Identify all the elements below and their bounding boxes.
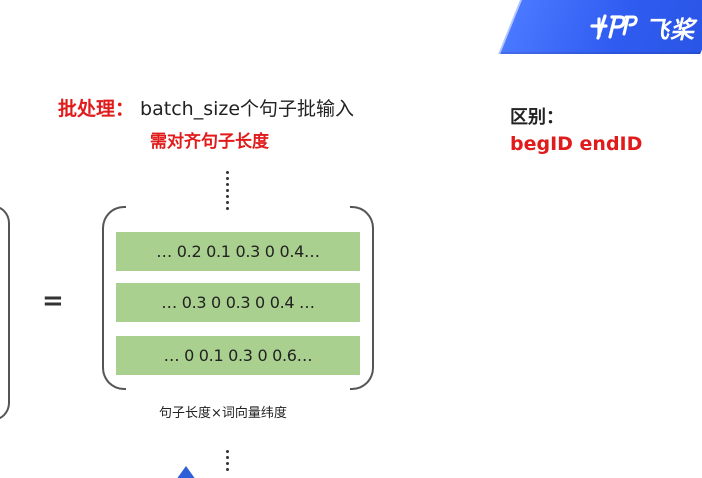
equals-sign: =	[42, 286, 64, 316]
matrix-row: … 0.2 0.1 0.3 0 0.4…	[116, 232, 360, 271]
vertical-ellipsis-top	[226, 171, 230, 213]
matrix-caption: 句子长度×词向量纬度	[159, 406, 287, 421]
matrix-row: … 0.3 0 0.3 0 0.4 …	[116, 283, 360, 322]
embedding-matrix: … 0.2 0.1 0.3 0 0.4… … 0.3 0 0.3 0 0.4 ……	[102, 206, 374, 390]
matrix-row: … 0 0.1 0.3 0 0.6…	[116, 336, 360, 375]
paddle-logo-icon	[590, 14, 638, 40]
batch-description: batch_size个句子批输入	[134, 98, 355, 120]
headline: 批处理： batch_size个句子批输入	[58, 94, 354, 121]
difference-label: 区别：	[510, 107, 564, 128]
vertical-ellipsis-bottom	[226, 450, 230, 474]
alignment-note: 需对齐句子长度	[150, 132, 269, 152]
batch-label: 批处理：	[58, 98, 135, 120]
logo-text: 飞桨	[645, 16, 695, 44]
difference-value: begID endID	[510, 133, 643, 155]
arrow-icon	[176, 466, 196, 478]
left-matrix-bracket	[0, 205, 10, 421]
